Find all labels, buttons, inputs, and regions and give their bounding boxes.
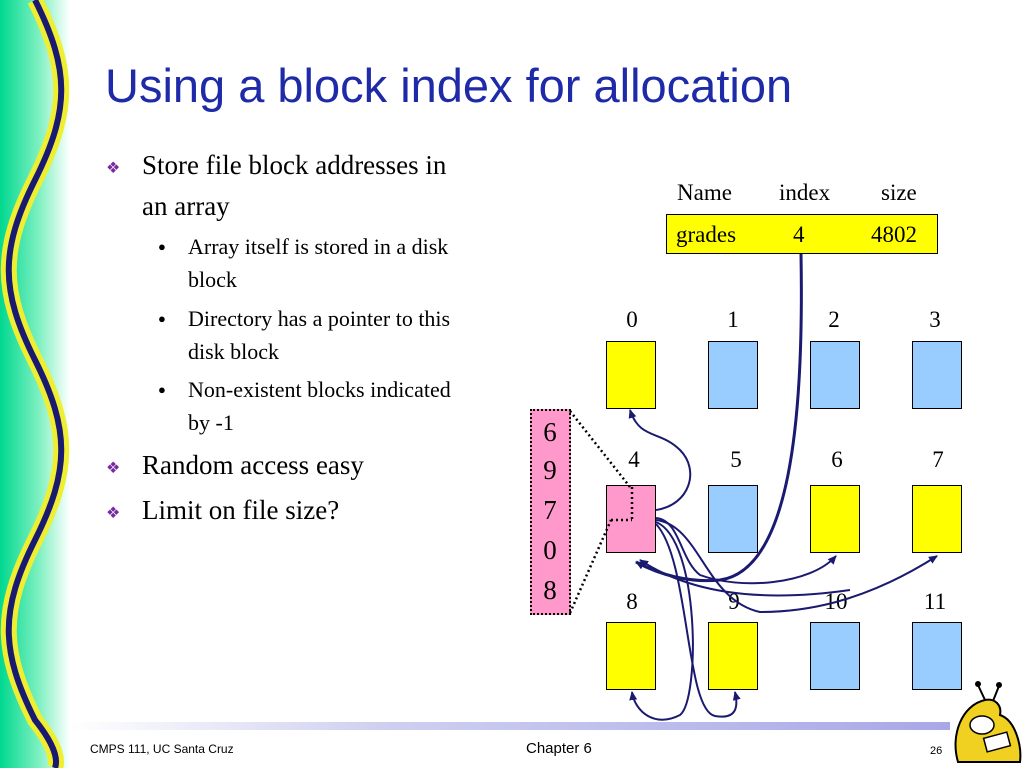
sub-bullet-2-line-1: Directory has a pointer to this (188, 306, 451, 331)
dot-bullet-icon: ● (158, 382, 166, 397)
block-label-5: 5 (730, 447, 742, 472)
disk-block-9 (708, 622, 758, 690)
sub-bullet-1-line-1: Array itself is stored in a disk (188, 234, 449, 259)
dir-header-size: size (881, 180, 917, 205)
block-label-7: 7 (932, 447, 944, 472)
zoom-line-bottom (568, 519, 613, 614)
dot-bullet-icon: ● (158, 311, 166, 326)
disk-block-2 (810, 341, 860, 409)
index-array-entry: 7 (543, 495, 557, 525)
dir-header-index: index (779, 180, 831, 205)
arrow-to-block-6 (655, 517, 837, 585)
disk-block-0 (606, 341, 656, 409)
arrow-to-block-7 (655, 519, 938, 614)
zoom-line-top (569, 410, 631, 488)
block-label-11: 11 (923, 589, 947, 614)
sub-bullet-2-line-2: disk block (188, 339, 280, 364)
disk-block-10 (810, 622, 860, 690)
index-array-entry: 0 (543, 535, 557, 565)
block-label-8: 8 (626, 589, 638, 614)
block-label-4: 4 (628, 447, 640, 472)
disk-block-11 (912, 622, 962, 690)
diamond-bullet-icon: ❖ (106, 460, 121, 477)
disk-block-1 (708, 341, 758, 409)
arrow-to-block-8 (629, 521, 694, 721)
block-label-1: 1 (727, 307, 739, 332)
bullet-3: Limit on file size? (142, 495, 340, 525)
bullet-1-line-2: an array (142, 191, 230, 221)
dot-bullet-icon: ● (158, 239, 166, 254)
block-label-0: 0 (626, 307, 638, 332)
block-label-6: 6 (831, 447, 843, 472)
index-array-entry: 6 (543, 417, 557, 447)
disk-block-7 (912, 485, 962, 553)
disk-block-8 (606, 622, 656, 690)
arrow-to-block-9 (655, 523, 741, 718)
index-array-box (530, 409, 571, 615)
bullet-2: Random access easy (142, 450, 364, 480)
diamond-bullet-icon: ❖ (106, 160, 121, 177)
sub-bullet-3-line-2: by -1 (188, 410, 234, 435)
disk-block-6 (810, 485, 860, 553)
sub-bullet-3-line-1: Non-existent blocks indicated (188, 377, 451, 402)
wave-navy (5, 0, 65, 768)
footer-chapter: Chapter 6 (526, 740, 592, 757)
index-array-entry: 9 (543, 455, 557, 485)
arrow-back-to-block-4 (639, 559, 851, 597)
footer-bar (70, 722, 950, 730)
sub-bullet-1-line-2: block (188, 267, 237, 292)
dir-header-name: Name (677, 180, 732, 205)
arrow-to-block-0 (628, 409, 692, 511)
slide-title: Using a block index for allocation (105, 59, 793, 112)
dir-entry-index: 4 (793, 222, 805, 247)
footer-course: CMPS 111, UC Santa Cruz (90, 742, 234, 756)
dir-entry-size: 4802 (871, 222, 917, 247)
disk-block-5 (708, 485, 758, 553)
block-label-2: 2 (828, 307, 840, 332)
block-label-3: 3 (929, 307, 941, 332)
block-label-9: 9 (728, 589, 740, 614)
disk-block-3 (912, 341, 962, 409)
bullet-1-line-1: Store file block addresses in (142, 150, 447, 180)
dir-entry-name: grades (676, 222, 737, 247)
slug-mascot-icon (954, 681, 1022, 763)
directory-entry (666, 214, 938, 254)
diamond-bullet-icon: ❖ (106, 505, 121, 522)
index-array-entry: 8 (543, 575, 557, 605)
footer-page-number: 26 (930, 745, 943, 757)
